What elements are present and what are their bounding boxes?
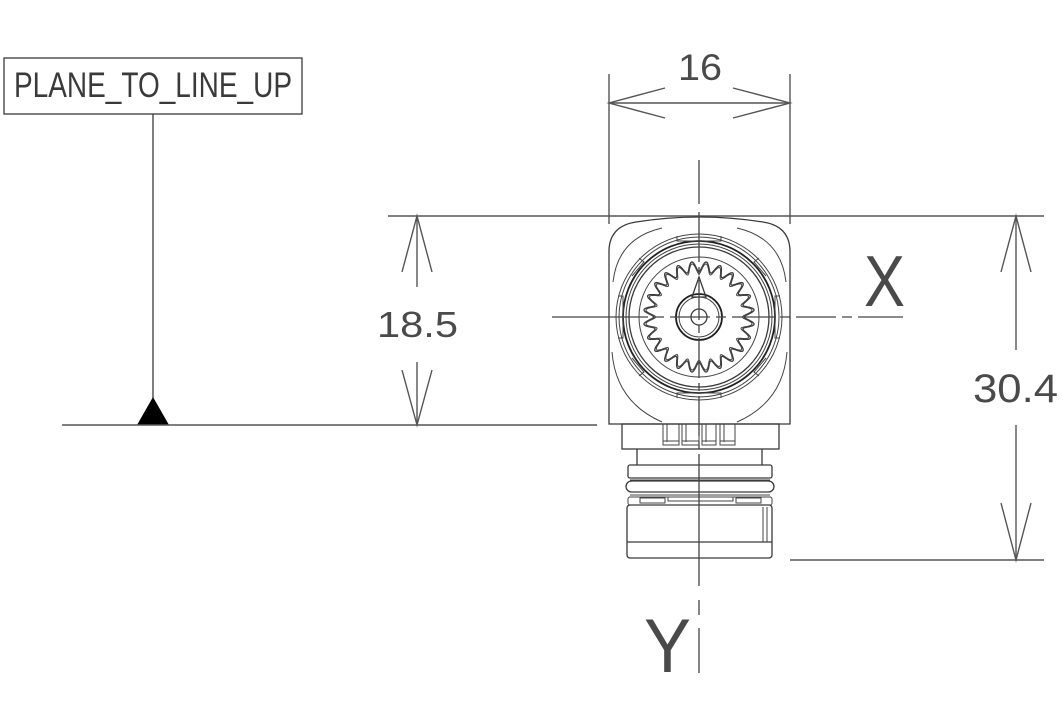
arrow-up-icon (1000, 213, 1032, 273)
body-outline (608, 216, 791, 425)
dimension-overall-height-value: 30.4 (973, 367, 1058, 411)
label-box-text: PLANE_TO_LINE_UP (14, 66, 292, 105)
datum-triangle-icon (137, 397, 169, 425)
shank-block (621, 423, 780, 450)
centerlines (552, 160, 903, 673)
o-ring (625, 480, 775, 493)
arrow-left-icon (606, 87, 666, 119)
arrow-right-icon (732, 87, 793, 119)
arrow-up-icon (401, 213, 433, 273)
connector-shank (621, 423, 780, 559)
dimension-width-value: 16 (678, 47, 722, 88)
shank-slots (662, 423, 736, 446)
body-inner-corner (736, 351, 788, 423)
body-inner-corner (736, 227, 787, 283)
gland-band (627, 496, 773, 506)
axis-y-label: Y (644, 604, 691, 689)
axis-x-label: X (864, 242, 905, 322)
arrow-down-icon (1000, 502, 1032, 563)
dimension-overall-height: 30.4 (790, 213, 1058, 563)
body-inner-corner (612, 227, 663, 283)
datum-reference: PLANE_TO_LINE_UP (3, 57, 597, 426)
nut-ring (627, 464, 773, 479)
body-inner-corner (611, 351, 663, 423)
dimension-height-to-plane-value: 18.5 (377, 304, 458, 345)
gear-teeth (643, 261, 755, 373)
dimension-width: 16 (606, 47, 793, 224)
dimension-height-to-plane: 18.5 (377, 213, 1044, 428)
arrow-down-icon (401, 369, 433, 428)
